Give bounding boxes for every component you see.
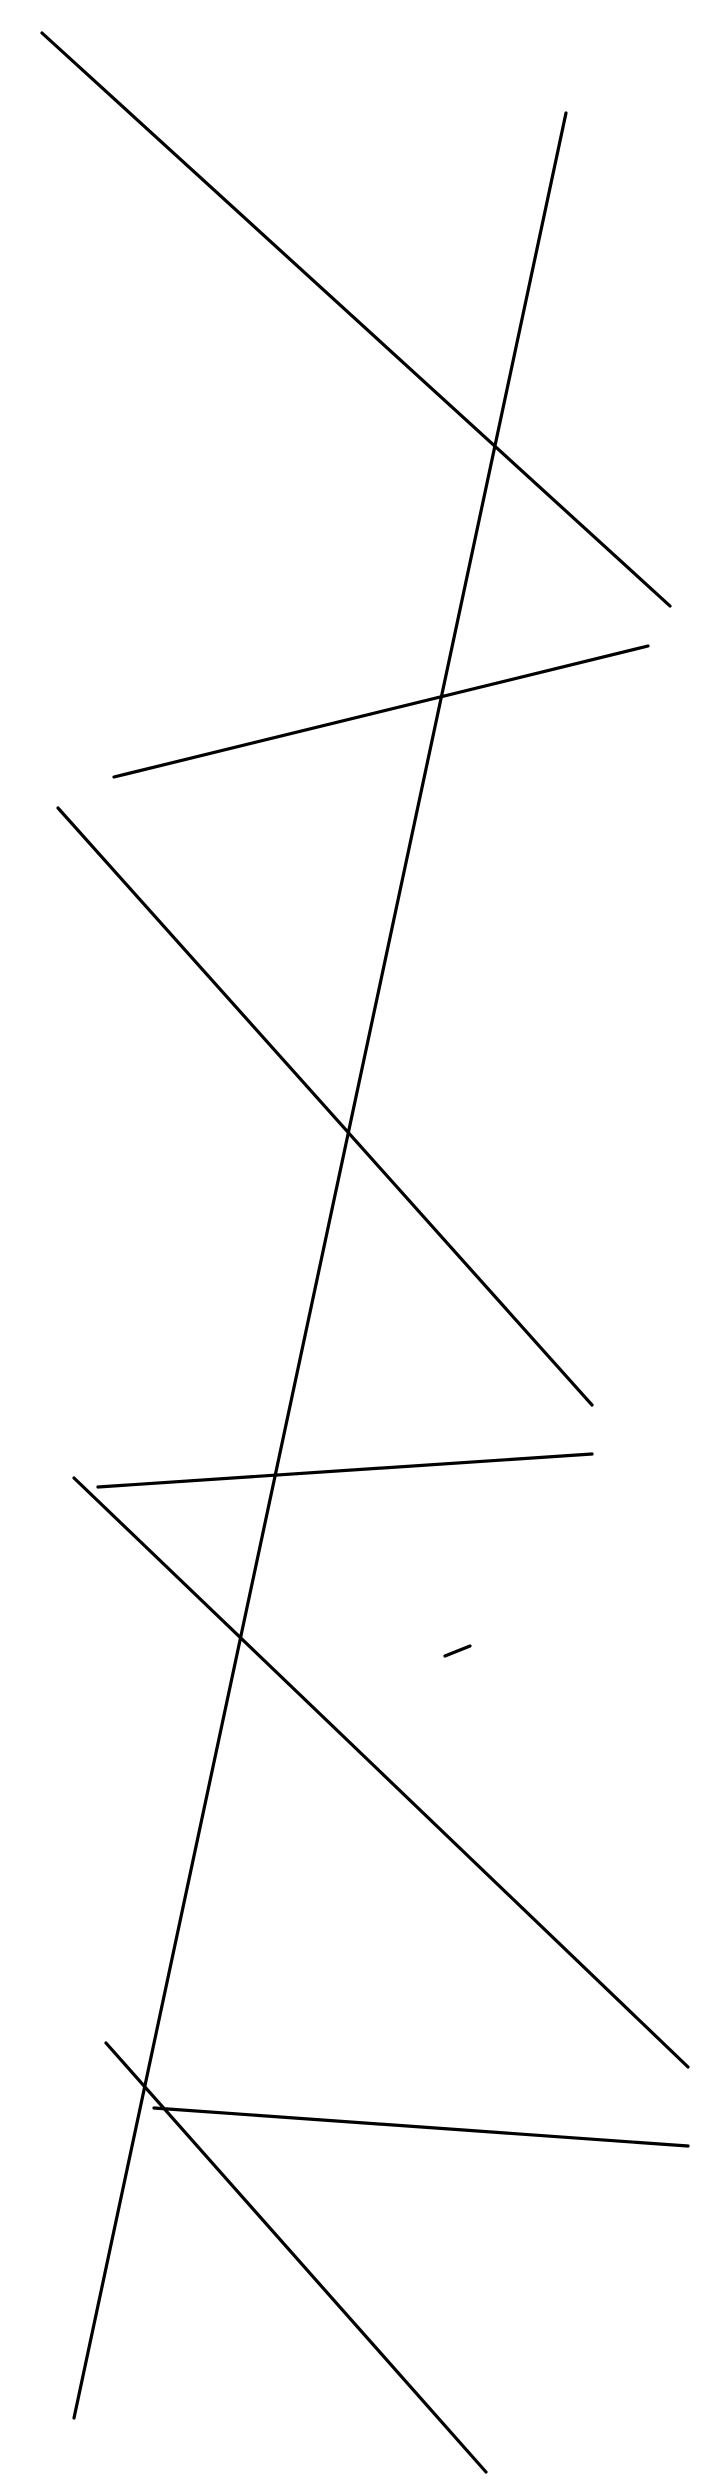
line-segment-near-horizontal-middle [96,1452,594,1489]
line-segment-short-dash [443,1644,472,1658]
line-segment-diagonal-top-left-to-right [40,31,672,608]
line-segment-short-rising-line [112,644,650,779]
line-segment-near-horizontal-lower [152,2106,690,2148]
line-segment-long-steep-line [72,111,568,2420]
line-segments-group [40,31,690,2474]
line-segment-diagonal-middle [56,806,594,1407]
line-segment-long-diagonal-lower [72,1476,690,2069]
line-segment-diagonal-bottom [104,2041,488,2474]
